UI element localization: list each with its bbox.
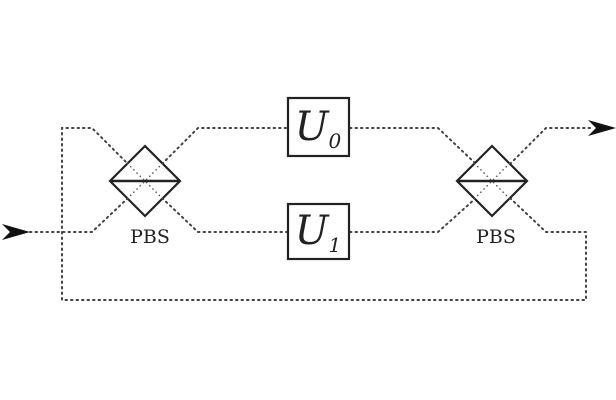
pbs-left-label: PBS [130, 226, 170, 248]
upper-arm [161, 127, 289, 165]
lower-arm [161, 197, 289, 233]
u1-label: U1 [295, 208, 341, 257]
pbs-right-label: PBS [476, 226, 516, 248]
u0-label: U0 [295, 104, 342, 153]
output-arrow-icon [588, 120, 616, 136]
lower-arm-right [349, 197, 477, 233]
u0-box: U0 [286, 96, 351, 158]
feedback-loop [61, 127, 587, 301]
input-beam [29, 197, 129, 233]
pbs-right [455, 144, 529, 218]
upper-arm-right [349, 127, 477, 165]
u1-box: U1 [286, 202, 351, 261]
pbs-left [108, 144, 182, 218]
input-arrow-icon [2, 224, 30, 240]
output-beam [509, 127, 593, 165]
